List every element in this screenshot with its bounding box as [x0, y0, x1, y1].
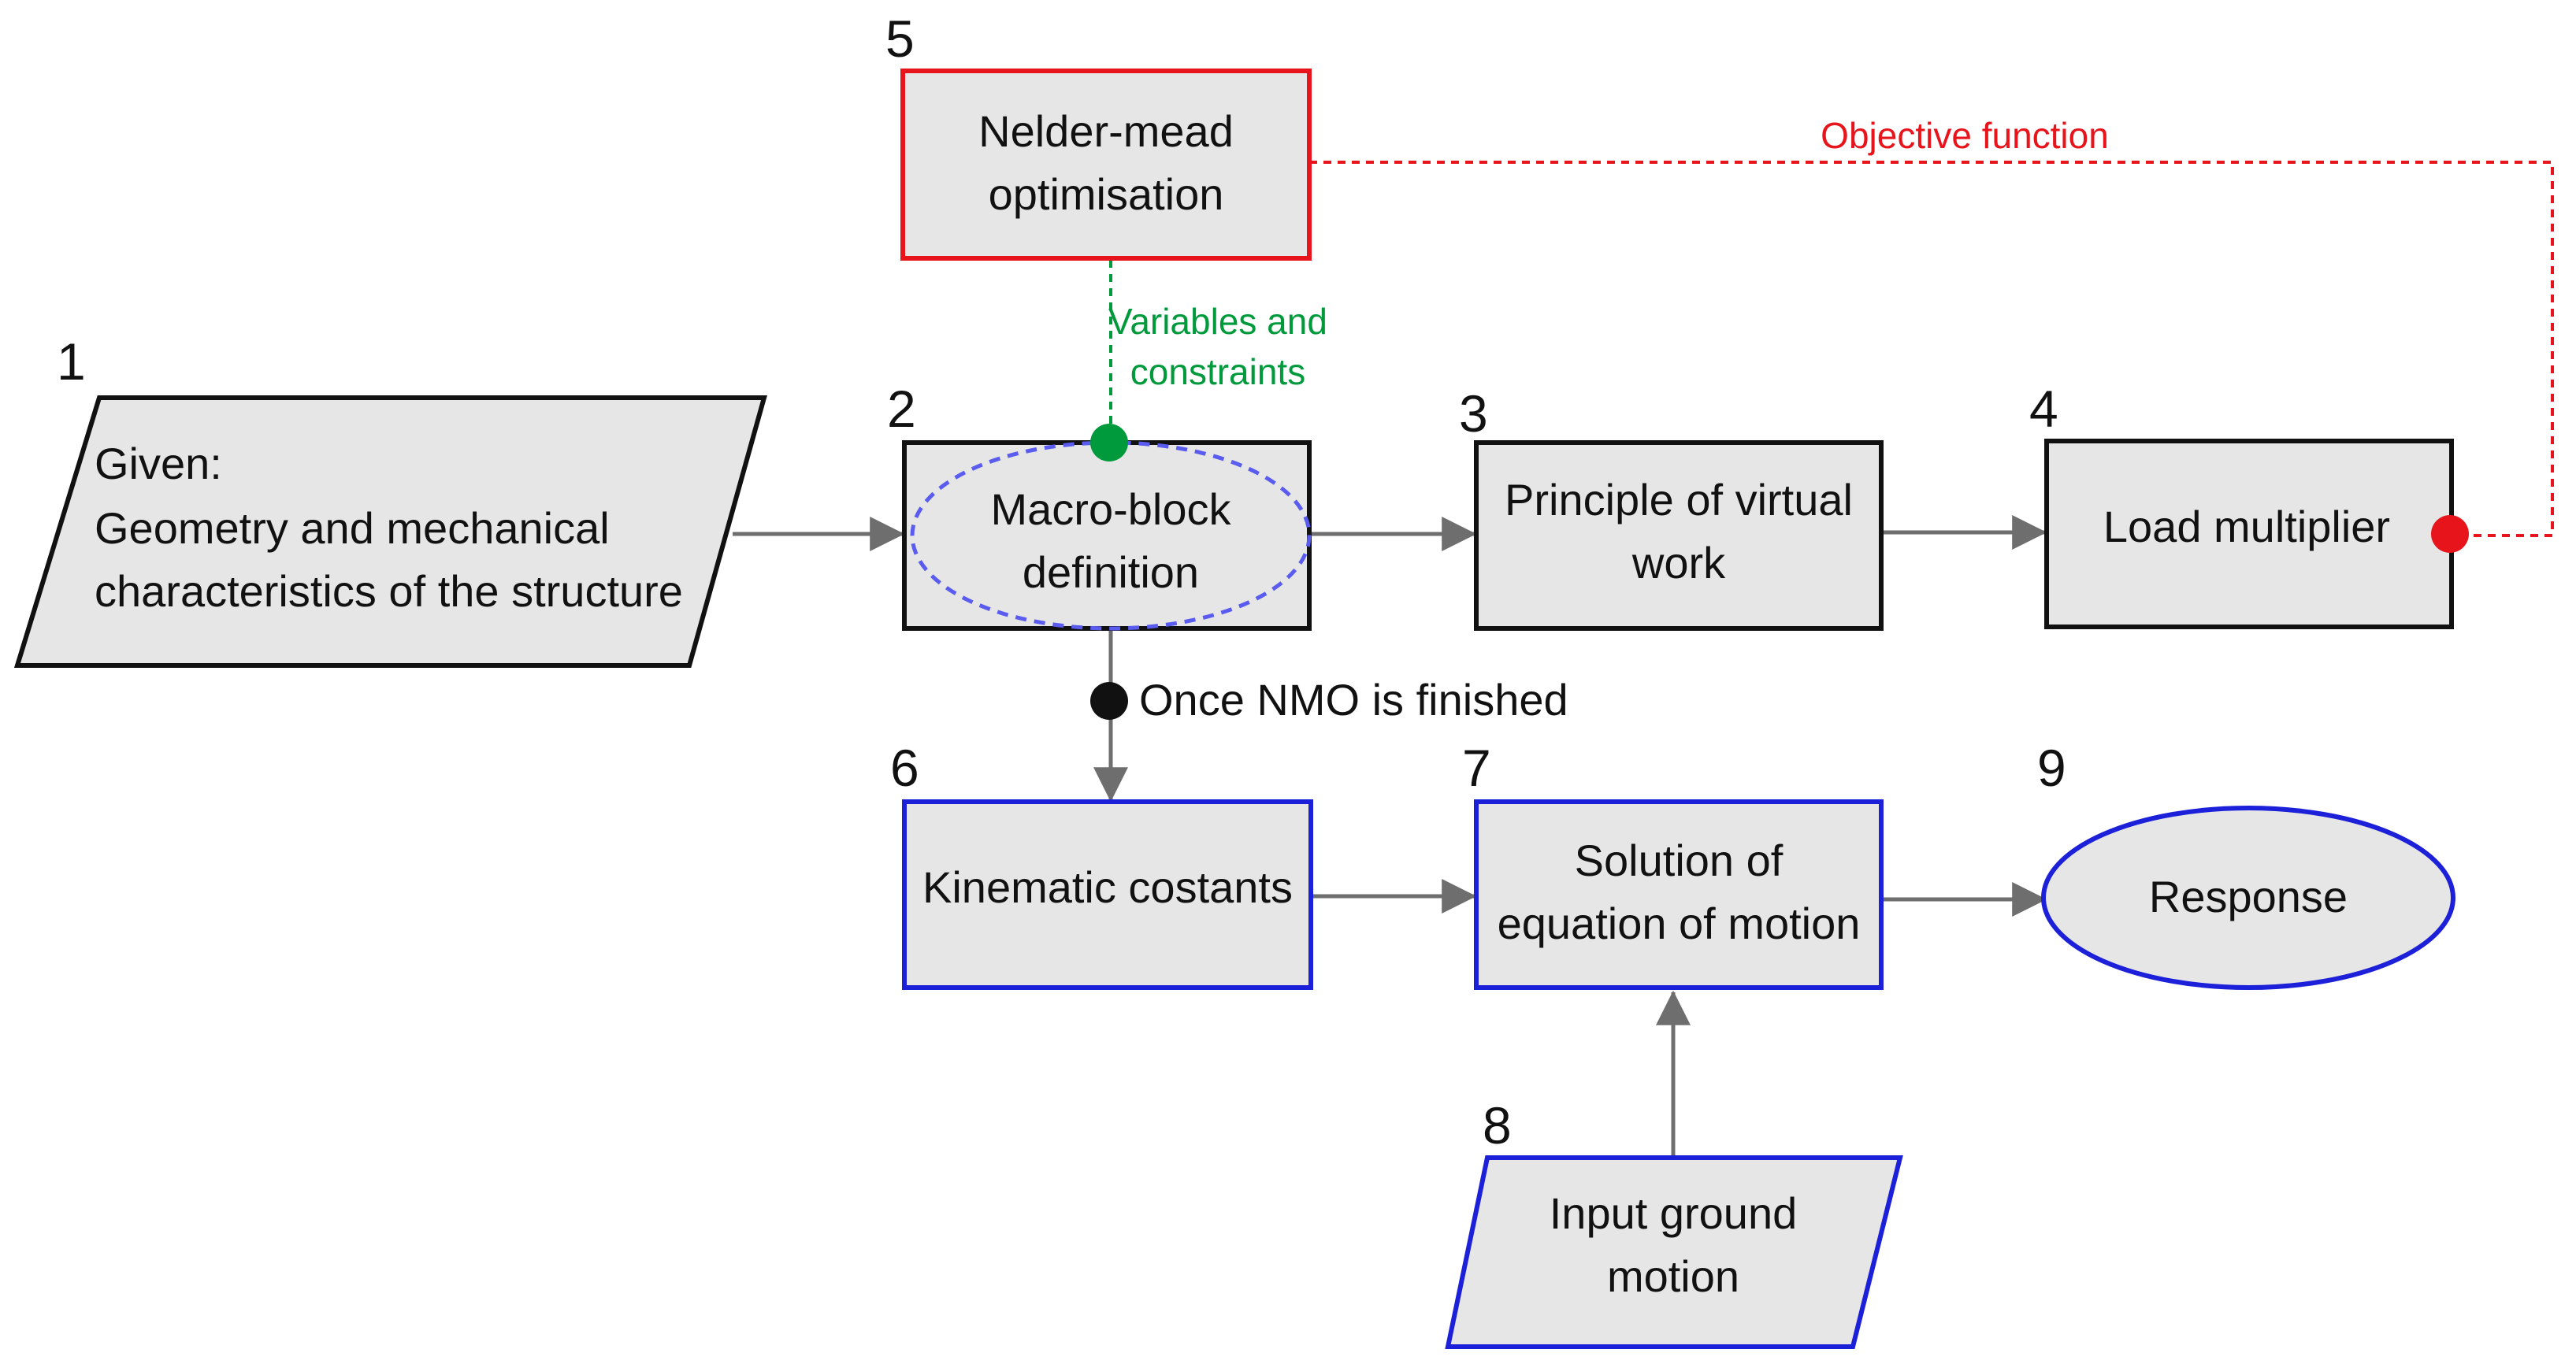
node-number-6: 6 [890, 739, 919, 797]
node-number-4: 4 [2029, 380, 2058, 438]
node-number-8: 8 [1483, 1096, 1512, 1155]
node-number-9: 9 [2037, 739, 2066, 797]
variables-label-line-2: constraints [1130, 351, 1305, 392]
red-connection-dot [2431, 515, 2469, 553]
macro-block-line-2: definition [1023, 547, 1199, 597]
response-shape [2041, 806, 2455, 990]
virtual-work-line-1: Principle of virtual [1505, 475, 1853, 524]
nelder-mead-line-1: Nelder-mead [978, 106, 1234, 156]
variables-label-line-1: Variables and [1108, 301, 1327, 342]
given-line-2: Geometry and mechanical [95, 503, 610, 553]
given-line-3: characteristics of the structure [95, 566, 683, 616]
ground-motion-line-1: Input ground [1550, 1188, 1797, 1238]
node-number-3: 3 [1459, 384, 1488, 443]
nelder-mead-box [900, 69, 1312, 261]
virtual-work-line-2: work [1631, 538, 1726, 587]
ground-motion-line-2: motion [1607, 1251, 1739, 1301]
node-number-1: 1 [57, 332, 86, 391]
kinematic-line-1: Kinematic costants [922, 862, 1293, 912]
node-number-5: 5 [885, 9, 915, 68]
node-given: Given: Geometry and mechanical character… [13, 395, 767, 668]
node-solution: Solution of equation of motion [1474, 799, 1884, 990]
black-connection-dot [1090, 682, 1128, 720]
green-connection-dot [1090, 424, 1128, 461]
load-multiplier-line-1: Load multiplier [2103, 502, 2390, 551]
load-multiplier-box [2044, 439, 2454, 629]
given-shape [13, 395, 767, 668]
virtual-work-box [1474, 440, 1884, 631]
nelder-mead-line-2: optimisation [989, 169, 1224, 219]
node-virtual-work: Principle of virtual work [1474, 440, 1884, 631]
node-nelder-mead: Nelder-mead optimisation [900, 69, 1312, 261]
node-response: Response [2041, 806, 2455, 990]
node-ground-motion: Input ground motion [1445, 1155, 1903, 1349]
connectors [733, 161, 2554, 1156]
node-load-multiplier: Load multiplier [2044, 439, 2454, 629]
given-line-1: Given: [95, 439, 222, 488]
once-nmo-label: Once NMO is finished [1139, 675, 1568, 725]
solution-line-1: Solution of [1575, 836, 1784, 885]
node-kinematic: Kinematic costants [902, 799, 1313, 990]
ground-motion-shape [1445, 1155, 1903, 1349]
node-number-2: 2 [887, 380, 916, 438]
solution-line-2: equation of motion [1498, 899, 1861, 948]
solution-box [1474, 799, 1884, 990]
response-line-1: Response [2149, 872, 2348, 921]
macro-block-line-1: Macro-block [991, 484, 1232, 534]
node-number-7: 7 [1462, 739, 1491, 797]
objective-function-label: Objective function [1821, 115, 2109, 156]
node-macro-block: Macro-block definition [902, 440, 1312, 631]
kinematic-box [902, 799, 1313, 990]
